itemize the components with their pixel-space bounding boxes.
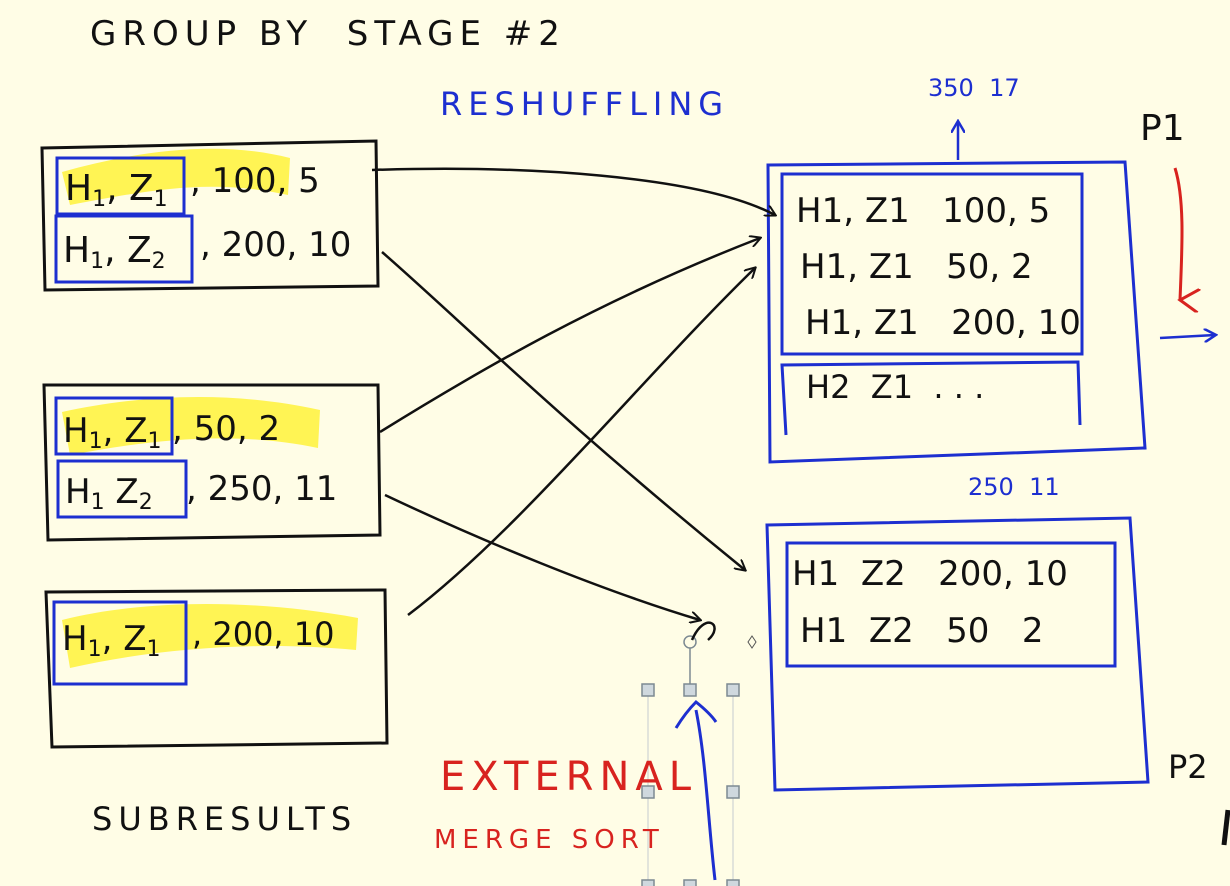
subresult-box-2: H1, Z1 , 50, 2 H1 Z2 , 250, 11 xyxy=(42,383,382,542)
partition-row: H1, Z1 100, 5 xyxy=(796,191,1050,231)
partition-total: 250 11 xyxy=(968,473,1060,501)
resize-handle[interactable] xyxy=(641,879,655,886)
key-box xyxy=(54,214,194,284)
selection-box[interactable] xyxy=(641,635,740,886)
partition-outline xyxy=(766,160,1147,464)
partition-label: P1 xyxy=(1140,108,1185,149)
arrow-box3-row1-to-p1 xyxy=(407,268,755,616)
resize-handle[interactable] xyxy=(683,879,697,886)
subresult-row-key: H1 Z2 xyxy=(65,472,153,515)
group-box xyxy=(780,172,1084,356)
red-down-arrow-icon xyxy=(1173,167,1182,300)
subresult-row-key: H1, Z1 xyxy=(65,168,168,212)
arrow-box2-row2-to-p2 xyxy=(384,493,700,620)
partition-p1: H1, Z1 100, 5 H1, Z1 50, 2 H1, Z1 200, 1… xyxy=(766,74,1185,464)
subresult-box-3: H1, Z1 , 200, 10 xyxy=(44,588,389,749)
key-box xyxy=(55,156,186,216)
arrow-box1-row1-to-p1 xyxy=(371,167,775,215)
merge-sort-label: MERGE SORT xyxy=(434,825,665,855)
arrow-box1-row2-to-p2 xyxy=(381,251,745,570)
box-outline xyxy=(44,588,389,749)
subresult-row-values: , 250, 11 xyxy=(186,469,337,509)
box-outline xyxy=(42,383,382,542)
merge-hook-stroke xyxy=(690,621,716,641)
subresult-row-key: H1, Z1 xyxy=(62,619,161,662)
group-box xyxy=(785,541,1117,668)
key-box xyxy=(56,459,188,519)
resize-handle[interactable] xyxy=(726,683,740,697)
resize-handle[interactable] xyxy=(641,785,655,799)
subresult-box-1: H1, Z1 , 100, 5 H1, Z2 , 200, 10 xyxy=(40,139,380,292)
highlight-row xyxy=(62,603,358,668)
cursor-sparkle-icon xyxy=(747,635,757,649)
subresult-row-values: , 200, 10 xyxy=(200,225,351,265)
resize-handle[interactable] xyxy=(683,683,697,697)
blue-pointer-arrow-icon xyxy=(674,699,718,881)
highlight-row xyxy=(62,148,290,205)
partition-extra-row: H2 Z1 . . . xyxy=(806,368,984,406)
partition-row: H1, Z1 200, 10 xyxy=(805,303,1081,343)
partition-total: 350 17 xyxy=(928,74,1020,102)
key-box xyxy=(52,600,188,686)
edge-mark xyxy=(1221,809,1230,846)
subresults-label: SUBRESULTS xyxy=(92,800,357,838)
key-box xyxy=(54,396,174,456)
external-label: EXTERNAL xyxy=(440,754,697,800)
subresult-row-key: H1, Z2 xyxy=(63,230,166,274)
partition-row: H1 Z2 50 2 xyxy=(800,611,1043,651)
highlight-row xyxy=(62,397,320,455)
subresult-row-values: , 200, 10 xyxy=(192,615,334,653)
reshuffle-arrows xyxy=(371,167,775,620)
partition-p2: H1 Z2 200, 10 H1 Z2 50 2 P2 250 11 xyxy=(765,473,1208,792)
reshuffling-label: RESHUFFLING xyxy=(440,85,729,123)
page-title: GROUP BY STAGE #2 xyxy=(90,14,566,54)
partition-row: H1 Z2 200, 10 xyxy=(792,554,1068,594)
box-outline xyxy=(40,139,380,292)
subresult-row-values: , 100, 5 xyxy=(190,161,320,201)
resize-handle[interactable] xyxy=(726,879,740,886)
partition-outline xyxy=(765,516,1150,792)
partition-label: P2 xyxy=(1168,748,1208,786)
arrow-box2-row1-to-p1 xyxy=(379,238,760,434)
partition-row: H1, Z1 50, 2 xyxy=(800,247,1033,287)
blue-right-arrow-icon xyxy=(1159,335,1215,338)
group-box-open xyxy=(780,360,1082,436)
resize-handle[interactable] xyxy=(641,683,655,697)
subresult-row-values: , 50, 2 xyxy=(172,409,280,449)
resize-handle[interactable] xyxy=(726,785,740,799)
subresult-row-key: H1, Z1 xyxy=(63,411,162,454)
